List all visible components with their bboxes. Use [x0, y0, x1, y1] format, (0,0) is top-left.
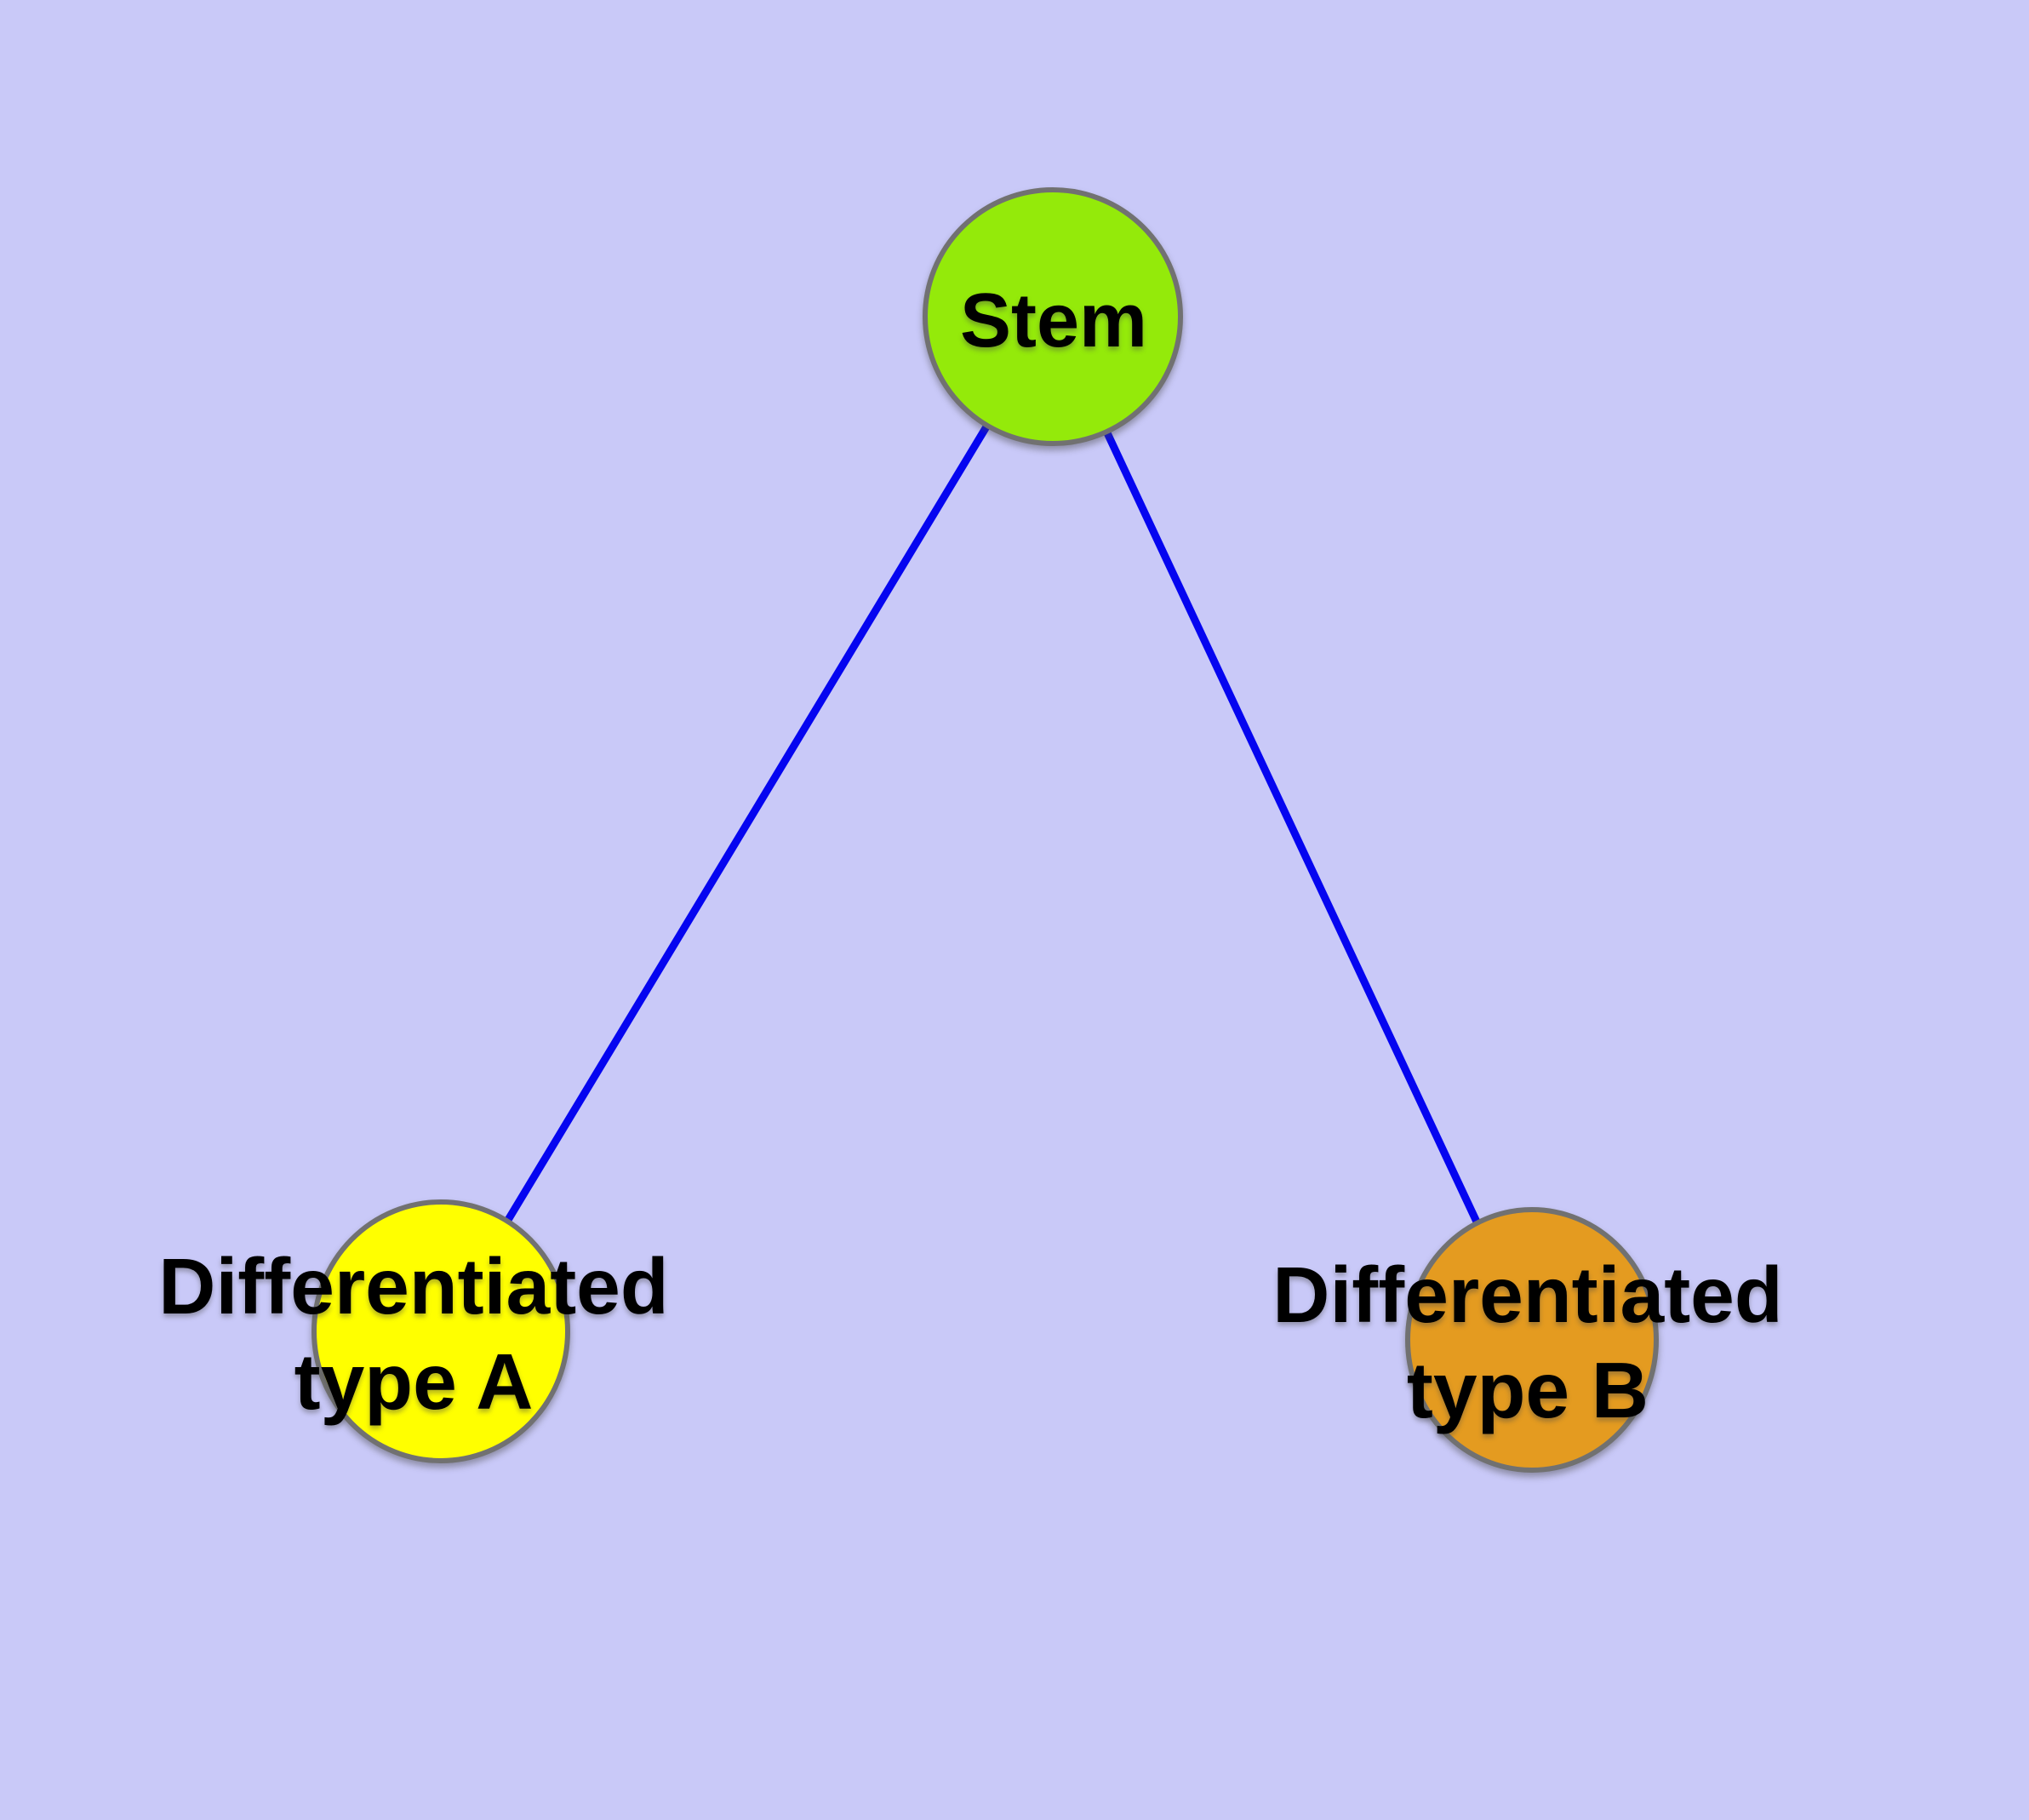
type-a-node-label-line2: type A — [294, 1337, 534, 1426]
type-a-node-label-line1: Differentiated — [158, 1242, 668, 1331]
type-b-node-label-line1: Differentiated — [1272, 1251, 1782, 1339]
type-b-node-label-line2: type B — [1407, 1346, 1649, 1434]
stem-node-label: Stem — [960, 278, 1147, 363]
type-a-node[interactable] — [311, 1199, 570, 1463]
edge-stem-to-type-a — [437, 312, 1057, 1336]
edge-stem-to-type-b — [1049, 312, 1536, 1344]
type-b-node[interactable] — [1405, 1207, 1659, 1473]
stem-node[interactable] — [923, 187, 1183, 446]
